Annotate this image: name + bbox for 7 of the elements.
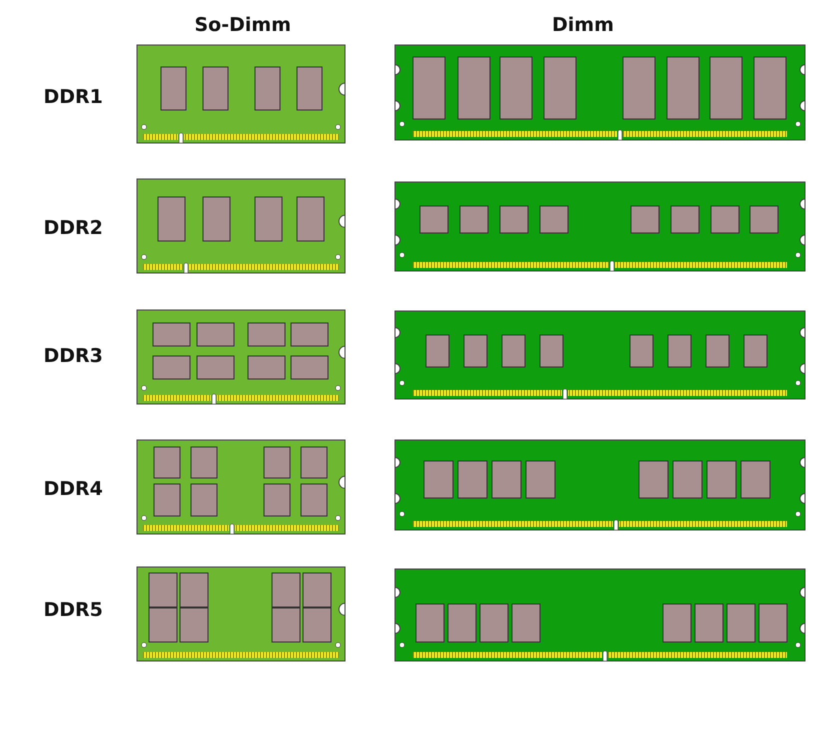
- row-label: DDR2: [44, 217, 103, 239]
- column-header: Dimm: [552, 14, 614, 36]
- column-header: So-Dimm: [194, 14, 292, 36]
- row-label: DDR3: [44, 345, 103, 367]
- row-label: DDR1: [44, 86, 103, 108]
- row-label: DDR4: [44, 478, 103, 500]
- row-label: DDR5: [44, 599, 103, 621]
